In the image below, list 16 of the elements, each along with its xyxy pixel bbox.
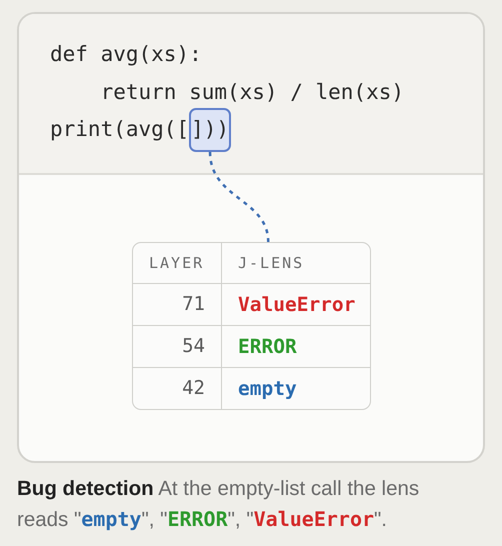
code-line: return sum(xs) / len(xs) (100, 78, 404, 106)
table-cell: empty (222, 368, 370, 409)
code-line: def avg(xs): (50, 41, 202, 68)
code-panel (19, 14, 483, 175)
dashed-connector (208, 152, 270, 242)
column-header: J-LENS (222, 243, 370, 283)
highlight-box: ])) (189, 108, 232, 152)
caption: Bug detection At the empty-list call the lens reads "empty", "ERROR", "ValueError". (17, 476, 420, 533)
table-cell: ERROR (222, 326, 370, 367)
table-cell: 71 (133, 284, 221, 325)
code-line: print(avg([ (50, 116, 190, 144)
results-table (132, 242, 371, 410)
table-cell: 54 (133, 326, 221, 367)
table-cell: ValueError (222, 284, 370, 325)
column-header: LAYER (133, 243, 221, 283)
table-cell: 42 (133, 368, 221, 409)
